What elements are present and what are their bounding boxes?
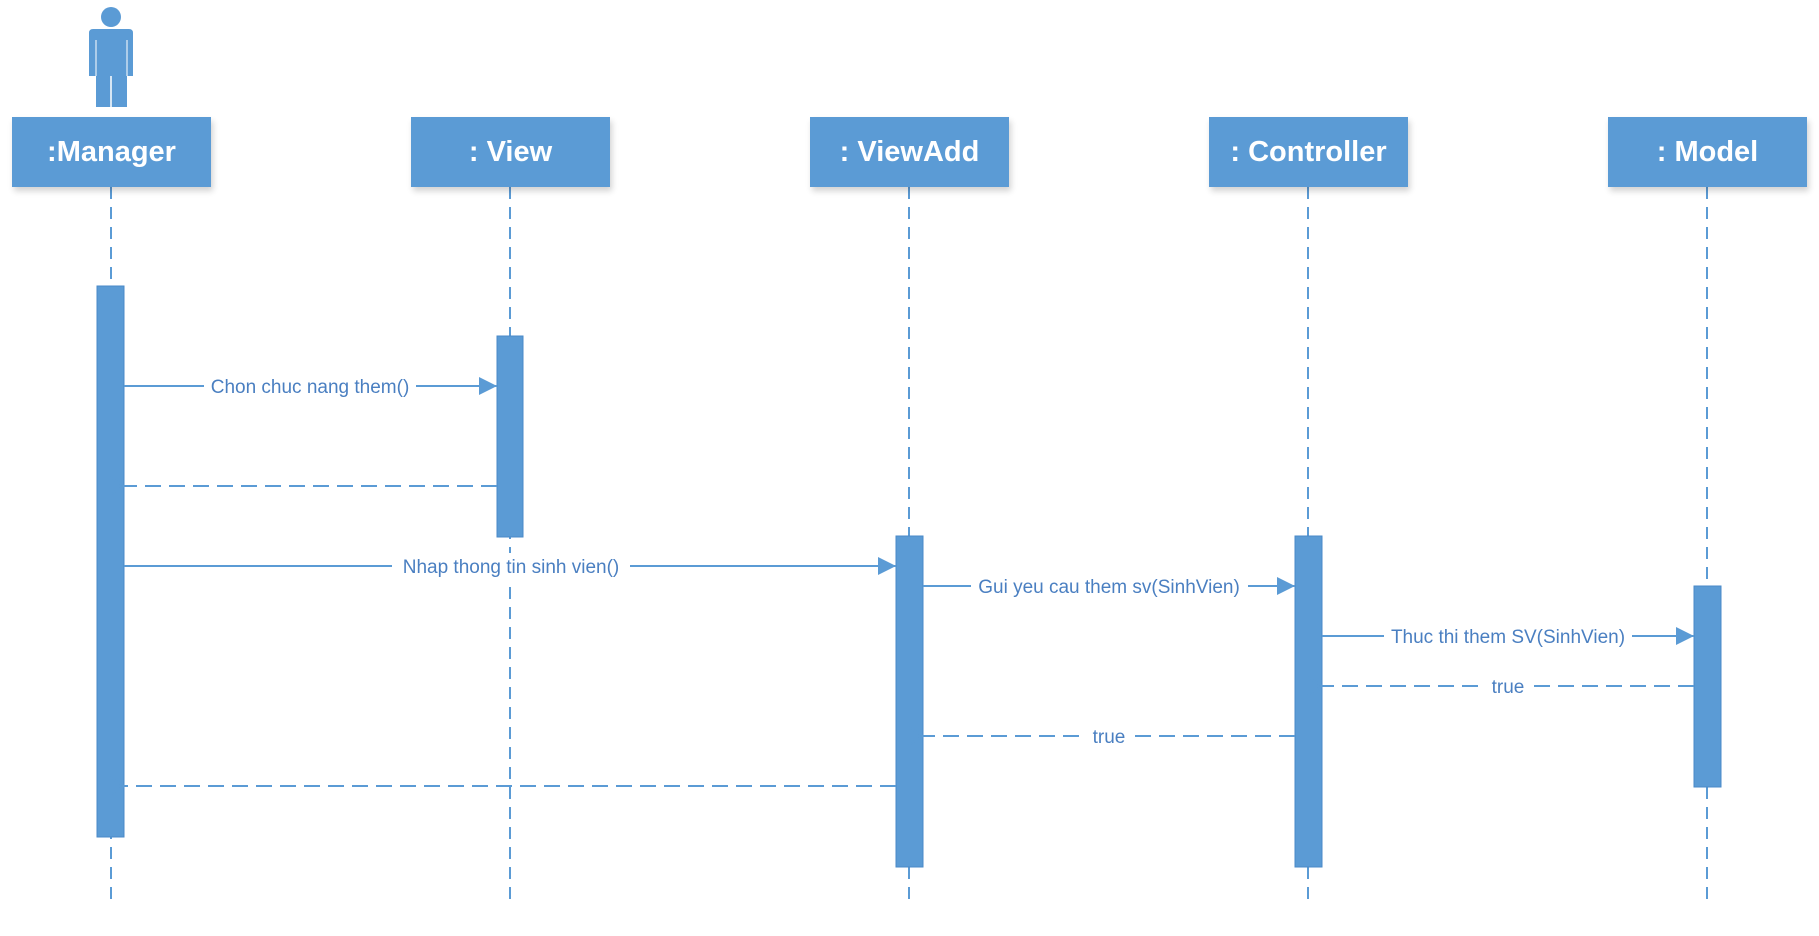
person-icon	[89, 7, 133, 107]
message-label-4: Gui yeu cau them sv(SinhVien)	[978, 577, 1240, 598]
lifeline-header-viewadd: : ViewAdd	[810, 117, 1009, 187]
lifeline-label-manager: :Manager	[47, 135, 176, 168]
lifeline-header-model: : Model	[1608, 117, 1807, 187]
lifeline-header-manager: :Manager	[12, 117, 211, 187]
lifeline-header-view: : View	[411, 117, 610, 187]
activation-viewadd	[895, 535, 924, 868]
activation-controller	[1294, 535, 1323, 868]
message-label-1: Chon chuc nang them()	[211, 377, 410, 398]
message-label-3: Nhap thong tin sinh vien()	[403, 557, 620, 578]
activation-model	[1693, 585, 1722, 788]
lifeline-label-model: : Model	[1656, 135, 1759, 168]
lifeline-label-viewadd: : ViewAdd	[839, 135, 980, 168]
lifeline-label-controller: : Controller	[1230, 135, 1387, 168]
lifeline-header-controller: : Controller	[1209, 117, 1408, 187]
activation-manager	[96, 285, 125, 838]
message-label-6: true	[1492, 677, 1525, 698]
activation-view	[496, 335, 524, 538]
message-label-7: true	[1093, 727, 1126, 748]
lifeline-label-view: : View	[468, 135, 553, 168]
message-label-5: Thuc thi them SV(SinhVien)	[1391, 627, 1625, 648]
